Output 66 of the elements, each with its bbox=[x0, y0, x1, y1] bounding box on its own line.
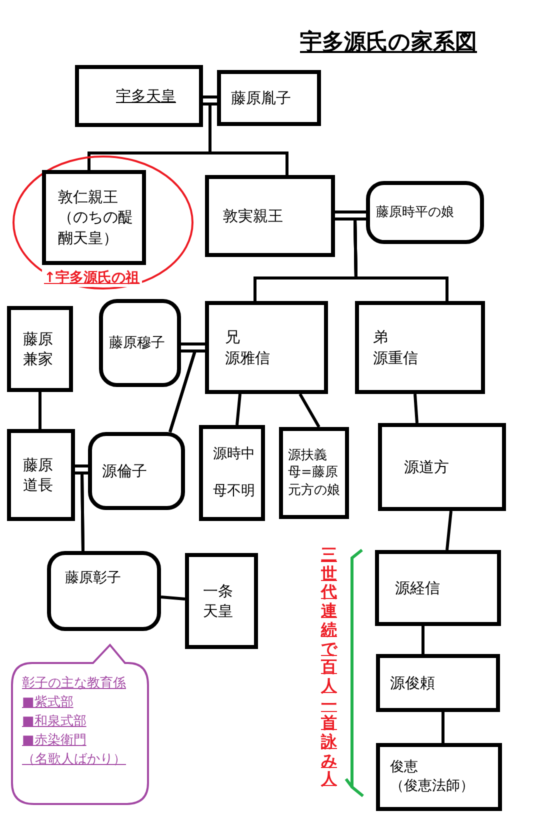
title: 宇多源氏の家系図 bbox=[300, 28, 477, 57]
name-text: 一条天皇 bbox=[203, 580, 234, 622]
annotation-text: ↑宇多源氏の祖 bbox=[42, 269, 142, 287]
connector-line bbox=[181, 342, 205, 346]
name-text: 宇多天皇 bbox=[116, 86, 176, 106]
name-box bbox=[185, 553, 258, 649]
name-text: 敦仁親王（のちの醍醐天皇） bbox=[58, 187, 134, 248]
name-text: 源雅信 bbox=[225, 348, 270, 368]
name-text: 母不明 bbox=[213, 482, 255, 501]
vertical-note: 三世代連続で百人一首詠み人 bbox=[320, 546, 339, 790]
name-text: 源重信 bbox=[373, 348, 418, 368]
name-text: 母=藤原元方の娘 bbox=[288, 464, 341, 500]
highlight-ellipse bbox=[12, 155, 194, 290]
name-text: 藤原穆子 bbox=[109, 334, 165, 352]
name-text: 弟 bbox=[373, 327, 388, 348]
name-text: 藤原時平の娘 bbox=[376, 204, 454, 222]
connector-line bbox=[38, 392, 42, 429]
connector-line bbox=[80, 472, 88, 552]
connector-line bbox=[203, 96, 217, 98]
name-text: 源倫子 bbox=[102, 460, 147, 482]
name-box bbox=[205, 301, 328, 394]
name-text: 源時中 bbox=[213, 445, 255, 464]
connector-line bbox=[298, 393, 320, 428]
name-text: 源経信 bbox=[395, 578, 440, 598]
name-box bbox=[205, 175, 335, 257]
name-box bbox=[378, 423, 506, 511]
name-box bbox=[376, 743, 502, 811]
connector-line bbox=[442, 712, 444, 743]
name-text: 俊恵 bbox=[390, 758, 418, 777]
name-box bbox=[7, 429, 75, 521]
name-box bbox=[375, 550, 501, 626]
name-text: 源俊頼 bbox=[390, 672, 435, 694]
connector-line bbox=[168, 350, 205, 432]
name-text: 源扶義 bbox=[288, 446, 327, 464]
name-text: （俊恵法師） bbox=[390, 777, 474, 796]
connector-line bbox=[75, 464, 88, 468]
connector-line bbox=[446, 510, 452, 550]
name-rounded-box bbox=[99, 299, 181, 387]
connector-line bbox=[335, 210, 366, 214]
connector-line bbox=[236, 394, 242, 426]
note-text: ■和泉式部 bbox=[22, 713, 88, 731]
name-box bbox=[7, 306, 73, 392]
connector-line bbox=[422, 626, 424, 654]
name-box bbox=[75, 65, 203, 127]
name-text: 源道方 bbox=[404, 456, 449, 478]
note-text: ■赤染衛門 bbox=[22, 732, 88, 750]
connector-line bbox=[160, 596, 186, 600]
name-box bbox=[376, 654, 500, 712]
name-box bbox=[279, 427, 349, 519]
name-box bbox=[42, 170, 146, 265]
name-text: 藤原道長 bbox=[23, 454, 54, 496]
connector-line bbox=[353, 218, 448, 301]
name-text: 藤原兼家 bbox=[23, 328, 54, 370]
name-box bbox=[217, 70, 321, 126]
name-text: 藤原胤子 bbox=[231, 88, 291, 108]
name-rounded-box bbox=[366, 181, 484, 244]
note-text: ■紫式部 bbox=[22, 694, 74, 712]
connector-line bbox=[414, 394, 418, 424]
name-text: 敦実親王 bbox=[223, 206, 283, 226]
name-box bbox=[199, 425, 265, 521]
name-rounded-box bbox=[88, 432, 185, 510]
name-rounded-box bbox=[47, 551, 161, 631]
name-text: 兄 bbox=[225, 327, 240, 348]
name-text: 藤原彰子 bbox=[65, 569, 121, 588]
speech-bubble bbox=[10, 643, 150, 806]
name-box bbox=[355, 301, 485, 394]
